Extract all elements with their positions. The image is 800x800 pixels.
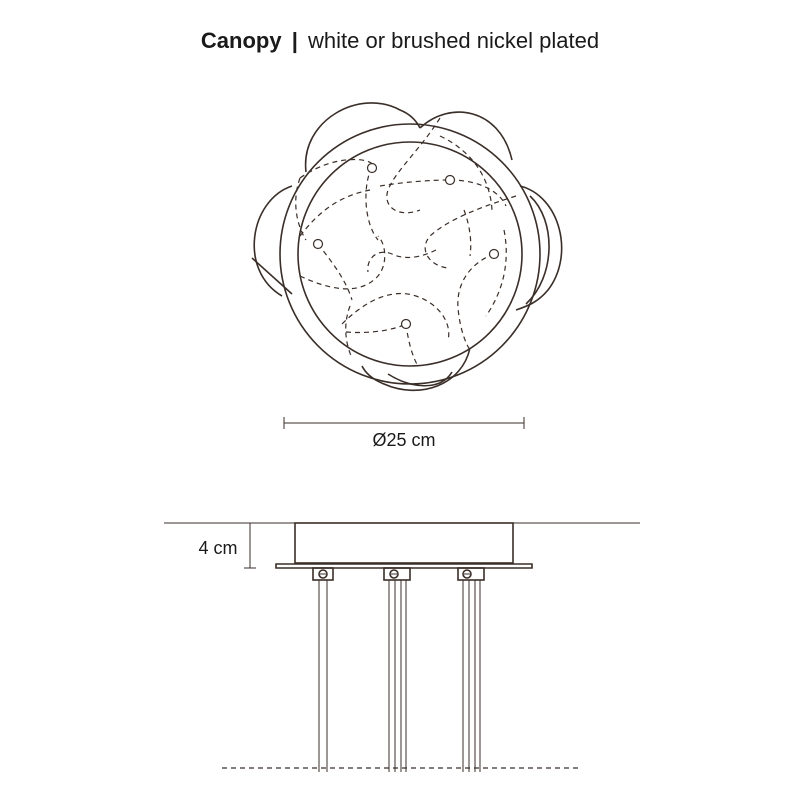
dashed-arc-12 bbox=[345, 323, 407, 334]
suspension-cables bbox=[318, 580, 481, 772]
dashed-arc-13 bbox=[405, 323, 419, 367]
dashed-arc-3 bbox=[439, 135, 493, 211]
dashed-arc-11 bbox=[341, 292, 450, 341]
dashed-arc-4 bbox=[449, 179, 507, 207]
dashed-arc-7 bbox=[367, 249, 437, 273]
lobe-arc-right-inner bbox=[525, 195, 550, 305]
height-dimension: 4 cm bbox=[198, 522, 256, 569]
dashed-arc-2 bbox=[386, 117, 441, 214]
outer-lobe-bottom bbox=[361, 347, 471, 392]
cable-clamp-1 bbox=[312, 567, 334, 581]
title-product-name: Canopy bbox=[200, 28, 282, 53]
dashed-arc-14 bbox=[295, 177, 307, 241]
mounting-hole-3 bbox=[312, 238, 324, 250]
mounting-hole-2 bbox=[444, 174, 456, 186]
dashed-arc-17 bbox=[463, 209, 472, 257]
mounting-hole-1 bbox=[366, 162, 378, 174]
canopy-body bbox=[294, 522, 514, 564]
title-separator: | bbox=[291, 28, 298, 53]
lobe-arc-bottom-inner bbox=[387, 371, 453, 387]
dashed-arc-16 bbox=[345, 305, 353, 359]
outer-lobe-top-left bbox=[304, 102, 421, 173]
dashed-arc-18 bbox=[485, 229, 507, 317]
diagram-title: Canopy | white or brushed nickel plated bbox=[0, 28, 800, 54]
mounting-hole-5 bbox=[400, 318, 412, 330]
title-description: white or brushed nickel plated bbox=[308, 28, 600, 53]
diameter-dimension: Ø25 cm bbox=[283, 417, 525, 450]
top-view bbox=[251, 102, 563, 392]
canopy-outer-ring bbox=[279, 123, 541, 385]
canopy-flange-plate bbox=[275, 563, 533, 569]
height-label: 4 cm bbox=[198, 538, 237, 558]
dashed-arc-15 bbox=[379, 179, 451, 187]
outer-lobe-left bbox=[253, 185, 293, 297]
outer-lobe-top-right bbox=[419, 111, 513, 161]
dashed-arc-9 bbox=[317, 243, 353, 301]
canopy-inner-ring bbox=[297, 141, 523, 367]
side-view bbox=[164, 522, 640, 772]
dashed-arc-10 bbox=[299, 235, 386, 290]
dashed-arc-5 bbox=[424, 195, 517, 269]
diameter-label: Ø25 cm bbox=[372, 430, 435, 450]
cable-clamp-3 bbox=[457, 567, 485, 581]
dashed-arc-8 bbox=[299, 189, 371, 237]
mounting-hole-4 bbox=[488, 248, 500, 260]
outer-lobe-right bbox=[515, 185, 563, 311]
dashed-arc-6 bbox=[457, 253, 495, 351]
cable-clamp-2 bbox=[383, 567, 411, 581]
